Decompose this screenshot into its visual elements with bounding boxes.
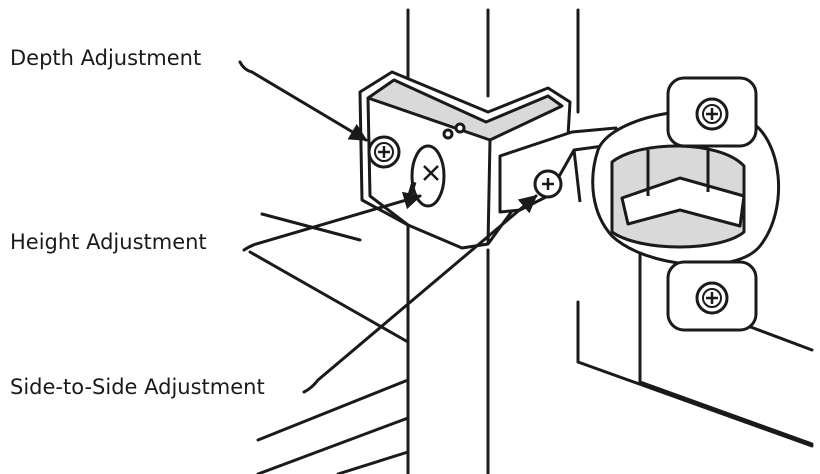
hinge-arm bbox=[498, 126, 620, 214]
leader-lines bbox=[238, 60, 538, 394]
cabinet-frame bbox=[248, 8, 814, 474]
side-leader bbox=[302, 194, 538, 394]
depth-adjustment-label: Depth Adjustment bbox=[10, 46, 202, 70]
height-adjustment-label: Height Adjustment bbox=[10, 230, 207, 254]
height-leader bbox=[242, 191, 422, 252]
side-screw-icon bbox=[533, 169, 563, 199]
height-screw-icon bbox=[423, 165, 439, 181]
side-to-side-adjustment-label: Side-to-Side Adjustment bbox=[10, 375, 265, 399]
depth-leader bbox=[238, 60, 368, 142]
top-plate-screw-icon bbox=[666, 76, 758, 148]
hinge-cup bbox=[591, 109, 780, 267]
bottom-plate-screw-icon bbox=[666, 260, 758, 332]
depth-screw-icon bbox=[367, 135, 401, 169]
